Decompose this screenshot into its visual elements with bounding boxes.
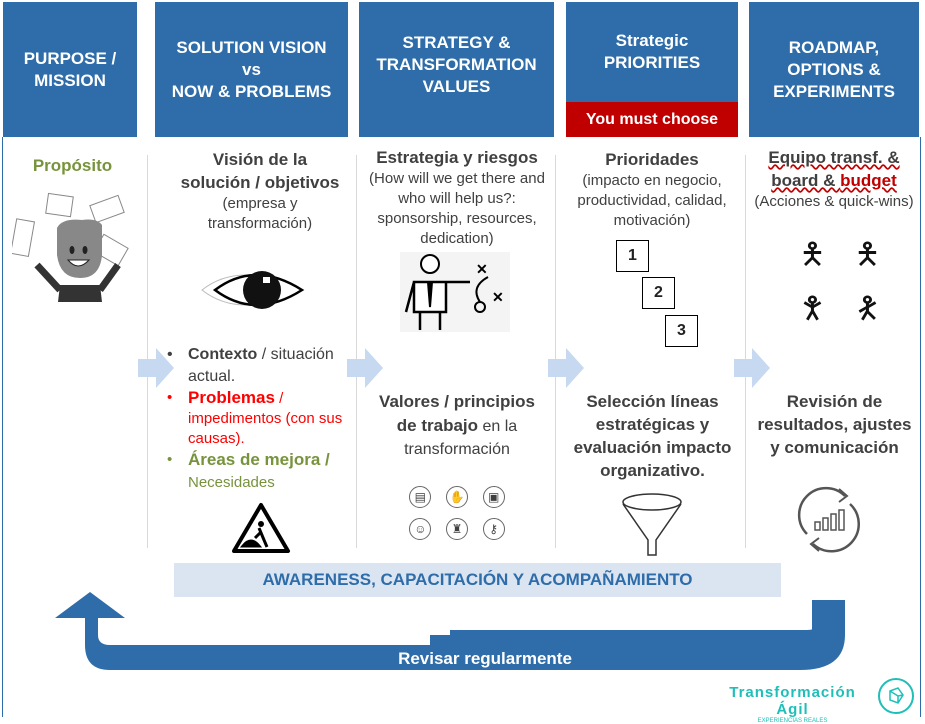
priority-1: 1 — [616, 240, 649, 272]
construction-sign-icon — [232, 503, 290, 553]
border-left — [2, 137, 3, 717]
walking-person-icon: 🯆 — [799, 292, 826, 325]
values-icons: ▤ ✋ ▣ ☺ ♜ ⚷ — [402, 486, 512, 540]
header-solution-vision: SOLUTION VISION vs NOW & PROBLEMS — [155, 2, 348, 137]
priorities-title: Prioridades — [605, 150, 699, 169]
happy-person-icon — [12, 192, 129, 302]
document-icon: ▤ — [409, 486, 432, 508]
flow-arrow-icon — [347, 348, 383, 388]
logo-name: Transformación Ágil — [729, 684, 856, 718]
logo-tagline: EXPERIENCIAS REALES — [757, 718, 828, 724]
svg-text:✕: ✕ — [492, 289, 504, 305]
divider — [745, 155, 746, 548]
strategy-title: Estrategia y riesgos — [376, 148, 538, 167]
vision-subtitle: (empresa y transformación) — [207, 195, 313, 232]
review-text: Revisión de resultados, ajustes y comuni… — [757, 392, 912, 457]
strategy-block: Estrategia y riesgos (How will we get th… — [362, 146, 552, 249]
priority-3: 3 — [665, 315, 698, 347]
list-item-context: Contexto / situación actual. — [165, 344, 350, 388]
header-roadmap: ROADMAP, OPTIONS & EXPERIMENTS — [749, 2, 919, 137]
values-rest: en la transformación — [404, 418, 518, 458]
awareness-band: AWARENESS, CAPACITACIÓN Y ACOMPAÑAMIENTO — [174, 563, 781, 597]
selection-text: Selección líneas estratégicas y evaluaci… — [573, 392, 732, 480]
flow-arrow-icon — [138, 348, 174, 388]
flow-arrow-icon — [548, 348, 584, 388]
team-icons: 🯅 🯅 🯆 🯇 — [785, 235, 895, 329]
header-purpose: PURPOSE / MISSION — [3, 2, 137, 137]
thinking-person-icon: 🯅 — [799, 238, 826, 271]
review-regularly-label: Revisar regularmente — [398, 649, 572, 668]
funnel-icon — [622, 493, 682, 556]
priorities-block: Prioridades (impacto en negocio, product… — [562, 148, 742, 231]
vision-title: Visión de la solución / objetivos — [180, 150, 340, 192]
strong-person-icon: 🯇 — [854, 292, 881, 325]
list-item-improvement-areas: Áreas de mejora / Necesidades — [165, 449, 350, 494]
logo-cube-icon — [878, 678, 914, 714]
handshake-icon: ✋ — [445, 486, 468, 508]
header-strategy: STRATEGY & TRANSFORMATION VALUES — [359, 2, 554, 137]
team-title: Equipo transf. & board & budget — [768, 148, 900, 190]
key-icon: ⚷ — [482, 518, 505, 540]
priority-2: 2 — [642, 277, 675, 309]
trophy-icon: ♜ — [445, 518, 468, 540]
header-priorities: Strategic PRIORITIES — [566, 2, 738, 102]
values-title: Valores / principios de trabajo — [379, 392, 535, 435]
divider — [356, 155, 357, 548]
priorities-subtitle: (impacto en negocio, productividad, cali… — [577, 172, 727, 229]
eye-icon — [201, 271, 305, 309]
roadmap-block: Equipo transf. & board & budget (Accione… — [750, 146, 918, 212]
must-choose-label: You must choose — [566, 102, 738, 137]
strategy-subtitle: (How will we get there and who will help… — [369, 170, 545, 247]
certificate-icon: ▣ — [482, 486, 505, 508]
divider — [555, 155, 556, 548]
brand-logo: Transformación Ágil EXPERIENCIAS REALES — [715, 684, 870, 724]
flow-arrow-icon — [734, 348, 770, 388]
roadmap-subtitle: (Acciones & quick-wins) — [754, 193, 914, 210]
list-item-problems: Problemas / impedimentos (con sus causas… — [165, 388, 350, 449]
person-icon: ☺ — [409, 518, 432, 540]
context-list: Contexto / situación actual. Problemas /… — [165, 344, 350, 494]
strategist-icon: ✕✕ — [400, 252, 510, 332]
svg-text:✕: ✕ — [476, 261, 488, 277]
values-block: Valores / principios de trabajo en la tr… — [372, 390, 542, 461]
standing-person-icon: 🯅 — [854, 238, 881, 271]
vision-block: Visión de la solución / objetivos (empre… — [180, 148, 340, 234]
border-right — [920, 137, 921, 717]
cycle-chart-icon — [797, 486, 860, 553]
divider — [147, 155, 148, 548]
loop-back-arrow-icon — [55, 592, 845, 670]
purpose-title: Propósito — [32, 156, 113, 175]
